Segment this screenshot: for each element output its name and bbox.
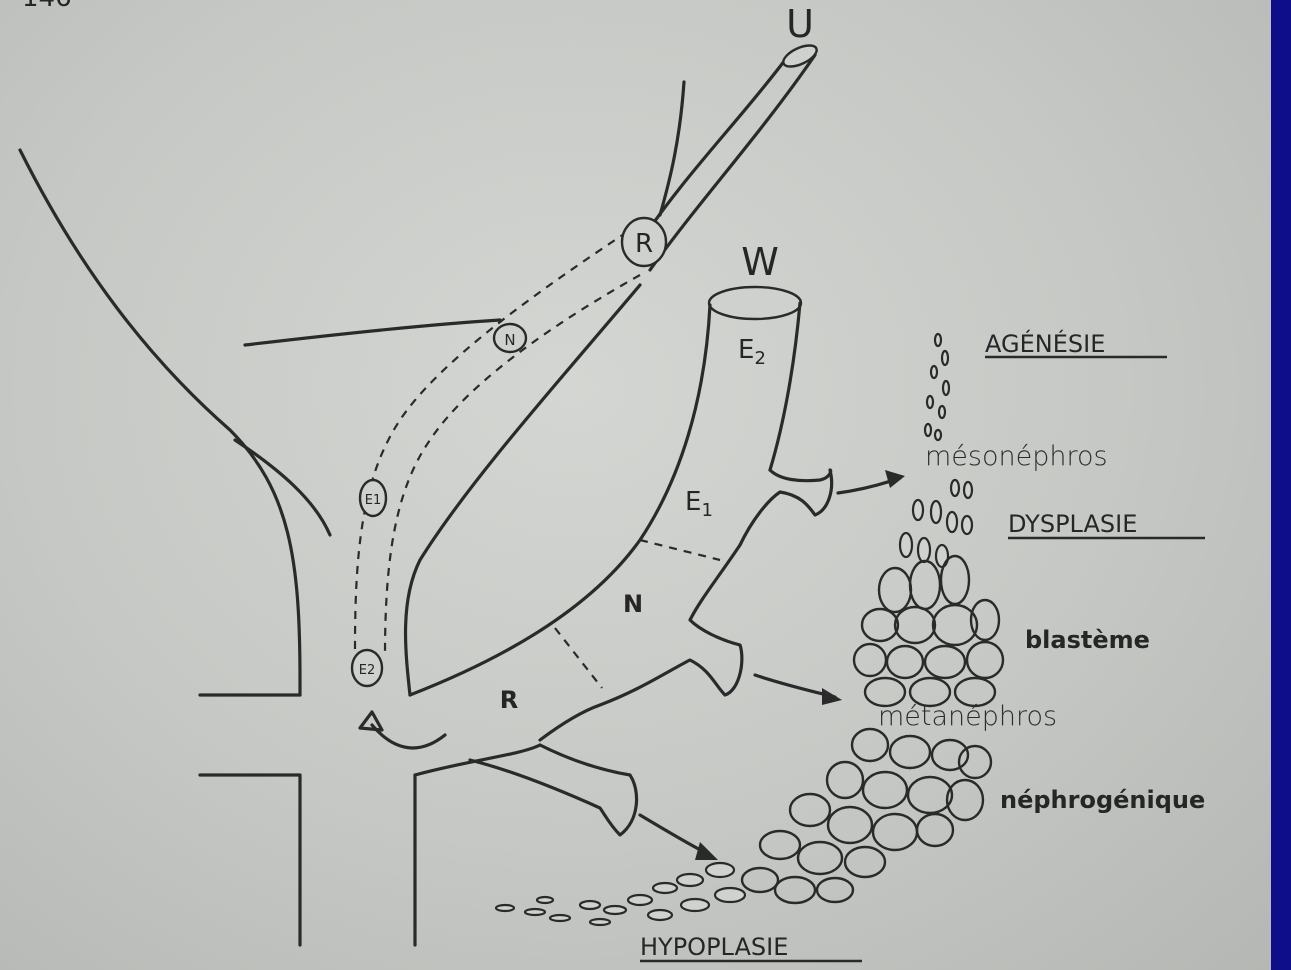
metanephros-label: métanéphros	[878, 701, 1057, 732]
agenesie-label: AGÉNÉSIE	[985, 329, 1105, 358]
e2-circle-label: E2	[359, 663, 376, 678]
upper-thin-line	[660, 82, 684, 215]
wolffian-duct-opening	[709, 287, 801, 319]
blastema-cluster	[854, 556, 1003, 706]
page-number: 146	[22, 0, 72, 13]
e2-label: E2	[738, 335, 766, 369]
blasteme-label: blastème	[1025, 626, 1150, 654]
cloaca-outer-wall	[20, 150, 300, 695]
arrow-e1-head	[885, 470, 905, 488]
n-circle-label: N	[504, 331, 515, 349]
sinus-junction	[415, 745, 540, 775]
segment-divider-upper	[640, 540, 720, 560]
n-label: N	[623, 590, 643, 618]
u-label: U	[786, 2, 814, 46]
wolffian-duct-right-wall-upper	[770, 303, 800, 470]
metanephros-cluster	[742, 729, 991, 903]
rotation-arrow-head	[360, 712, 382, 730]
horizontal-curve	[245, 320, 500, 345]
hypoplasie-label: HYPOPLASIE	[640, 933, 788, 961]
r-label: R	[500, 686, 518, 714]
arrow-n-head	[822, 688, 842, 705]
wolffian-duct-left-wall	[410, 305, 710, 695]
w-label: W	[741, 240, 779, 284]
mesonephros-label: mésonéphros	[925, 441, 1108, 472]
bud-n	[540, 545, 742, 740]
slide-frame-edge	[1271, 0, 1291, 970]
bud-e1	[740, 470, 832, 545]
segment-divider-lower	[555, 628, 602, 688]
r-circle-label: R	[635, 229, 653, 259]
e1-circle-label: E1	[365, 493, 382, 508]
e1-label: E1	[685, 487, 713, 521]
dysplasie-label: DYSPLASIE	[1008, 510, 1137, 538]
dashed-path-outer	[355, 232, 627, 650]
arrow-r-head	[695, 842, 718, 860]
nephrogenique-label: néphrogénique	[1000, 786, 1205, 814]
hypoplasia-fragments	[496, 863, 745, 925]
urogenital-sinus-lower	[200, 775, 300, 945]
